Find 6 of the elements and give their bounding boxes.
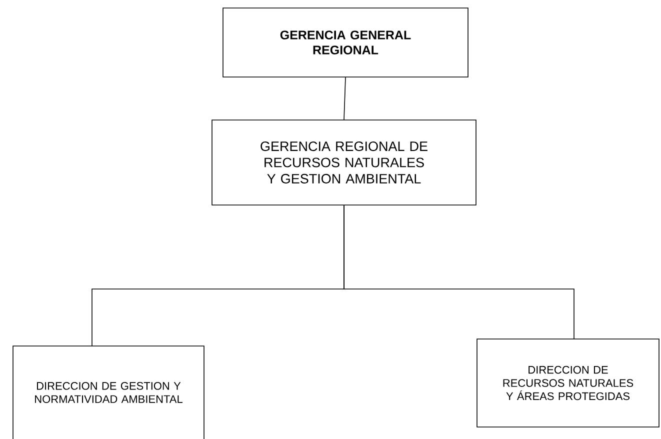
box: DIRECCION DE RECURSOS NATURALES Y ÁREAS PROTEGIDAS: [476, 338, 660, 428]
box: GERENCIA REGIONAL DE RECURSOS NATURALES Y GESTION AMBIENTAL: [212, 120, 476, 206]
top-box: GERENCIA GENERAL REGIONAL: [222, 8, 468, 78]
connector-line: [344, 76, 346, 120]
box: DIRECCION DE GESTION Y NORMATIVIDAD AMBIENTAL: [12, 346, 204, 439]
connector-line: [344, 204, 574, 340]
